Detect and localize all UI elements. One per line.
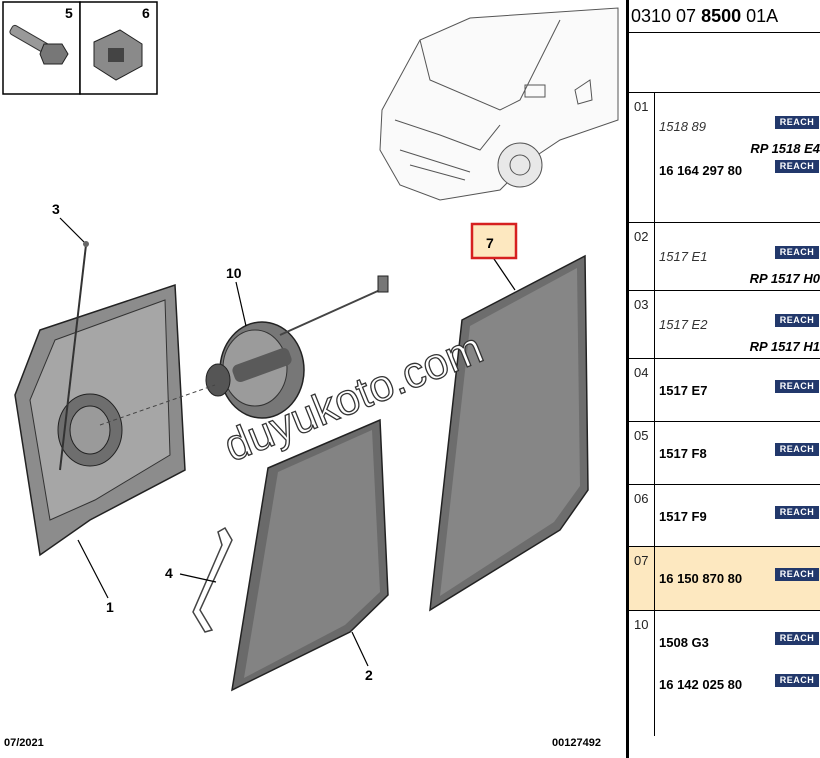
parts-diagram: 5 6 [2, 1, 619, 749]
part-10-filler-cap[interactable] [205, 275, 389, 419]
reach-badge: REACH [775, 443, 819, 456]
row-number: 10 [629, 611, 655, 736]
part-number: 1518 89 [659, 119, 706, 134]
reference-prefix: 0310 07 [631, 6, 702, 26]
part-number: RP 1517 H0 [749, 271, 820, 286]
part-number: 1517 E1 [659, 249, 708, 264]
callout-5[interactable]: 5 [65, 5, 73, 21]
callout-2[interactable]: 2 [365, 667, 373, 683]
reach-badge: REACH [775, 160, 819, 173]
parts-row-03[interactable]: 03 1517 E2 REACH RP 1517 H1 [629, 290, 820, 358]
part-1-housing[interactable] [14, 283, 186, 557]
footer-date: 07/2021 [4, 737, 44, 749]
parts-row-01[interactable]: 01 1518 89 REACH RP 1518 E4 16 164 297 80 REA… [629, 92, 820, 222]
reach-badge: REACH [775, 380, 819, 393]
parts-row-04[interactable]: 04 1517 E7 REACH [629, 358, 820, 421]
reach-badge: REACH [775, 568, 819, 581]
van-illustration [379, 7, 619, 201]
reach-badge: REACH [775, 506, 819, 519]
part-number: 16 150 870 80 [659, 571, 743, 586]
part-number: 1517 F9 [659, 509, 707, 524]
parts-row-07[interactable]: 07 16 150 870 80 REACH [629, 546, 820, 610]
clip-nut-icon [93, 29, 143, 81]
callout-4[interactable]: 4 [165, 565, 173, 581]
part-number: RP 1518 E4 [750, 141, 820, 156]
part-4-spring-clip[interactable] [192, 526, 233, 633]
footer-doc-number: 00127492 [552, 737, 601, 749]
row-number: 04 [629, 359, 655, 421]
part-number: 1517 F8 [659, 446, 707, 461]
parts-row-10[interactable]: 10 1508 G3 REACH 16 142 025 80 REACH [629, 610, 820, 736]
row-number: 07 [629, 547, 655, 610]
reach-badge: REACH [775, 116, 819, 129]
callout-7[interactable]: 7 [486, 235, 494, 251]
part-2-flap[interactable] [231, 418, 389, 692]
parts-row-06[interactable]: 06 1517 F9 REACH [629, 484, 820, 546]
reach-badge: REACH [775, 674, 819, 687]
callout-1[interactable]: 1 [106, 599, 114, 615]
row-number: 03 [629, 291, 655, 358]
callout-7-highlight [470, 222, 518, 260]
part-number: RP 1517 H1 [749, 339, 820, 354]
callout-6[interactable]: 6 [142, 5, 150, 21]
reach-badge: REACH [775, 246, 819, 259]
part-number: 16 164 297 80 [659, 163, 743, 178]
row-number: 01 [629, 93, 655, 222]
parts-row-05[interactable]: 05 1517 F8 REACH [629, 421, 820, 484]
reference-bold: 8500 [701, 6, 742, 26]
reference-suffix: 01A [741, 6, 779, 26]
row-number: 06 [629, 485, 655, 546]
parts-row-02[interactable]: 02 1517 E1 REACH RP 1517 H0 [629, 222, 820, 290]
part-number: 1517 E7 [659, 383, 708, 398]
part-number: 16 142 025 80 [659, 677, 743, 692]
part-7-outer-flap[interactable] [429, 254, 589, 612]
part-number: 1517 E2 [659, 317, 708, 332]
part-number: 1508 G3 [659, 635, 709, 650]
row-number: 02 [629, 223, 655, 290]
reach-badge: REACH [775, 632, 819, 645]
callout-10[interactable]: 10 [226, 265, 242, 281]
reference-number: 0310 07 8500 01A [629, 0, 820, 33]
bolt-icon [9, 24, 69, 65]
row-number: 05 [629, 422, 655, 484]
callout-3[interactable]: 3 [52, 201, 60, 217]
reach-badge: REACH [775, 314, 819, 327]
